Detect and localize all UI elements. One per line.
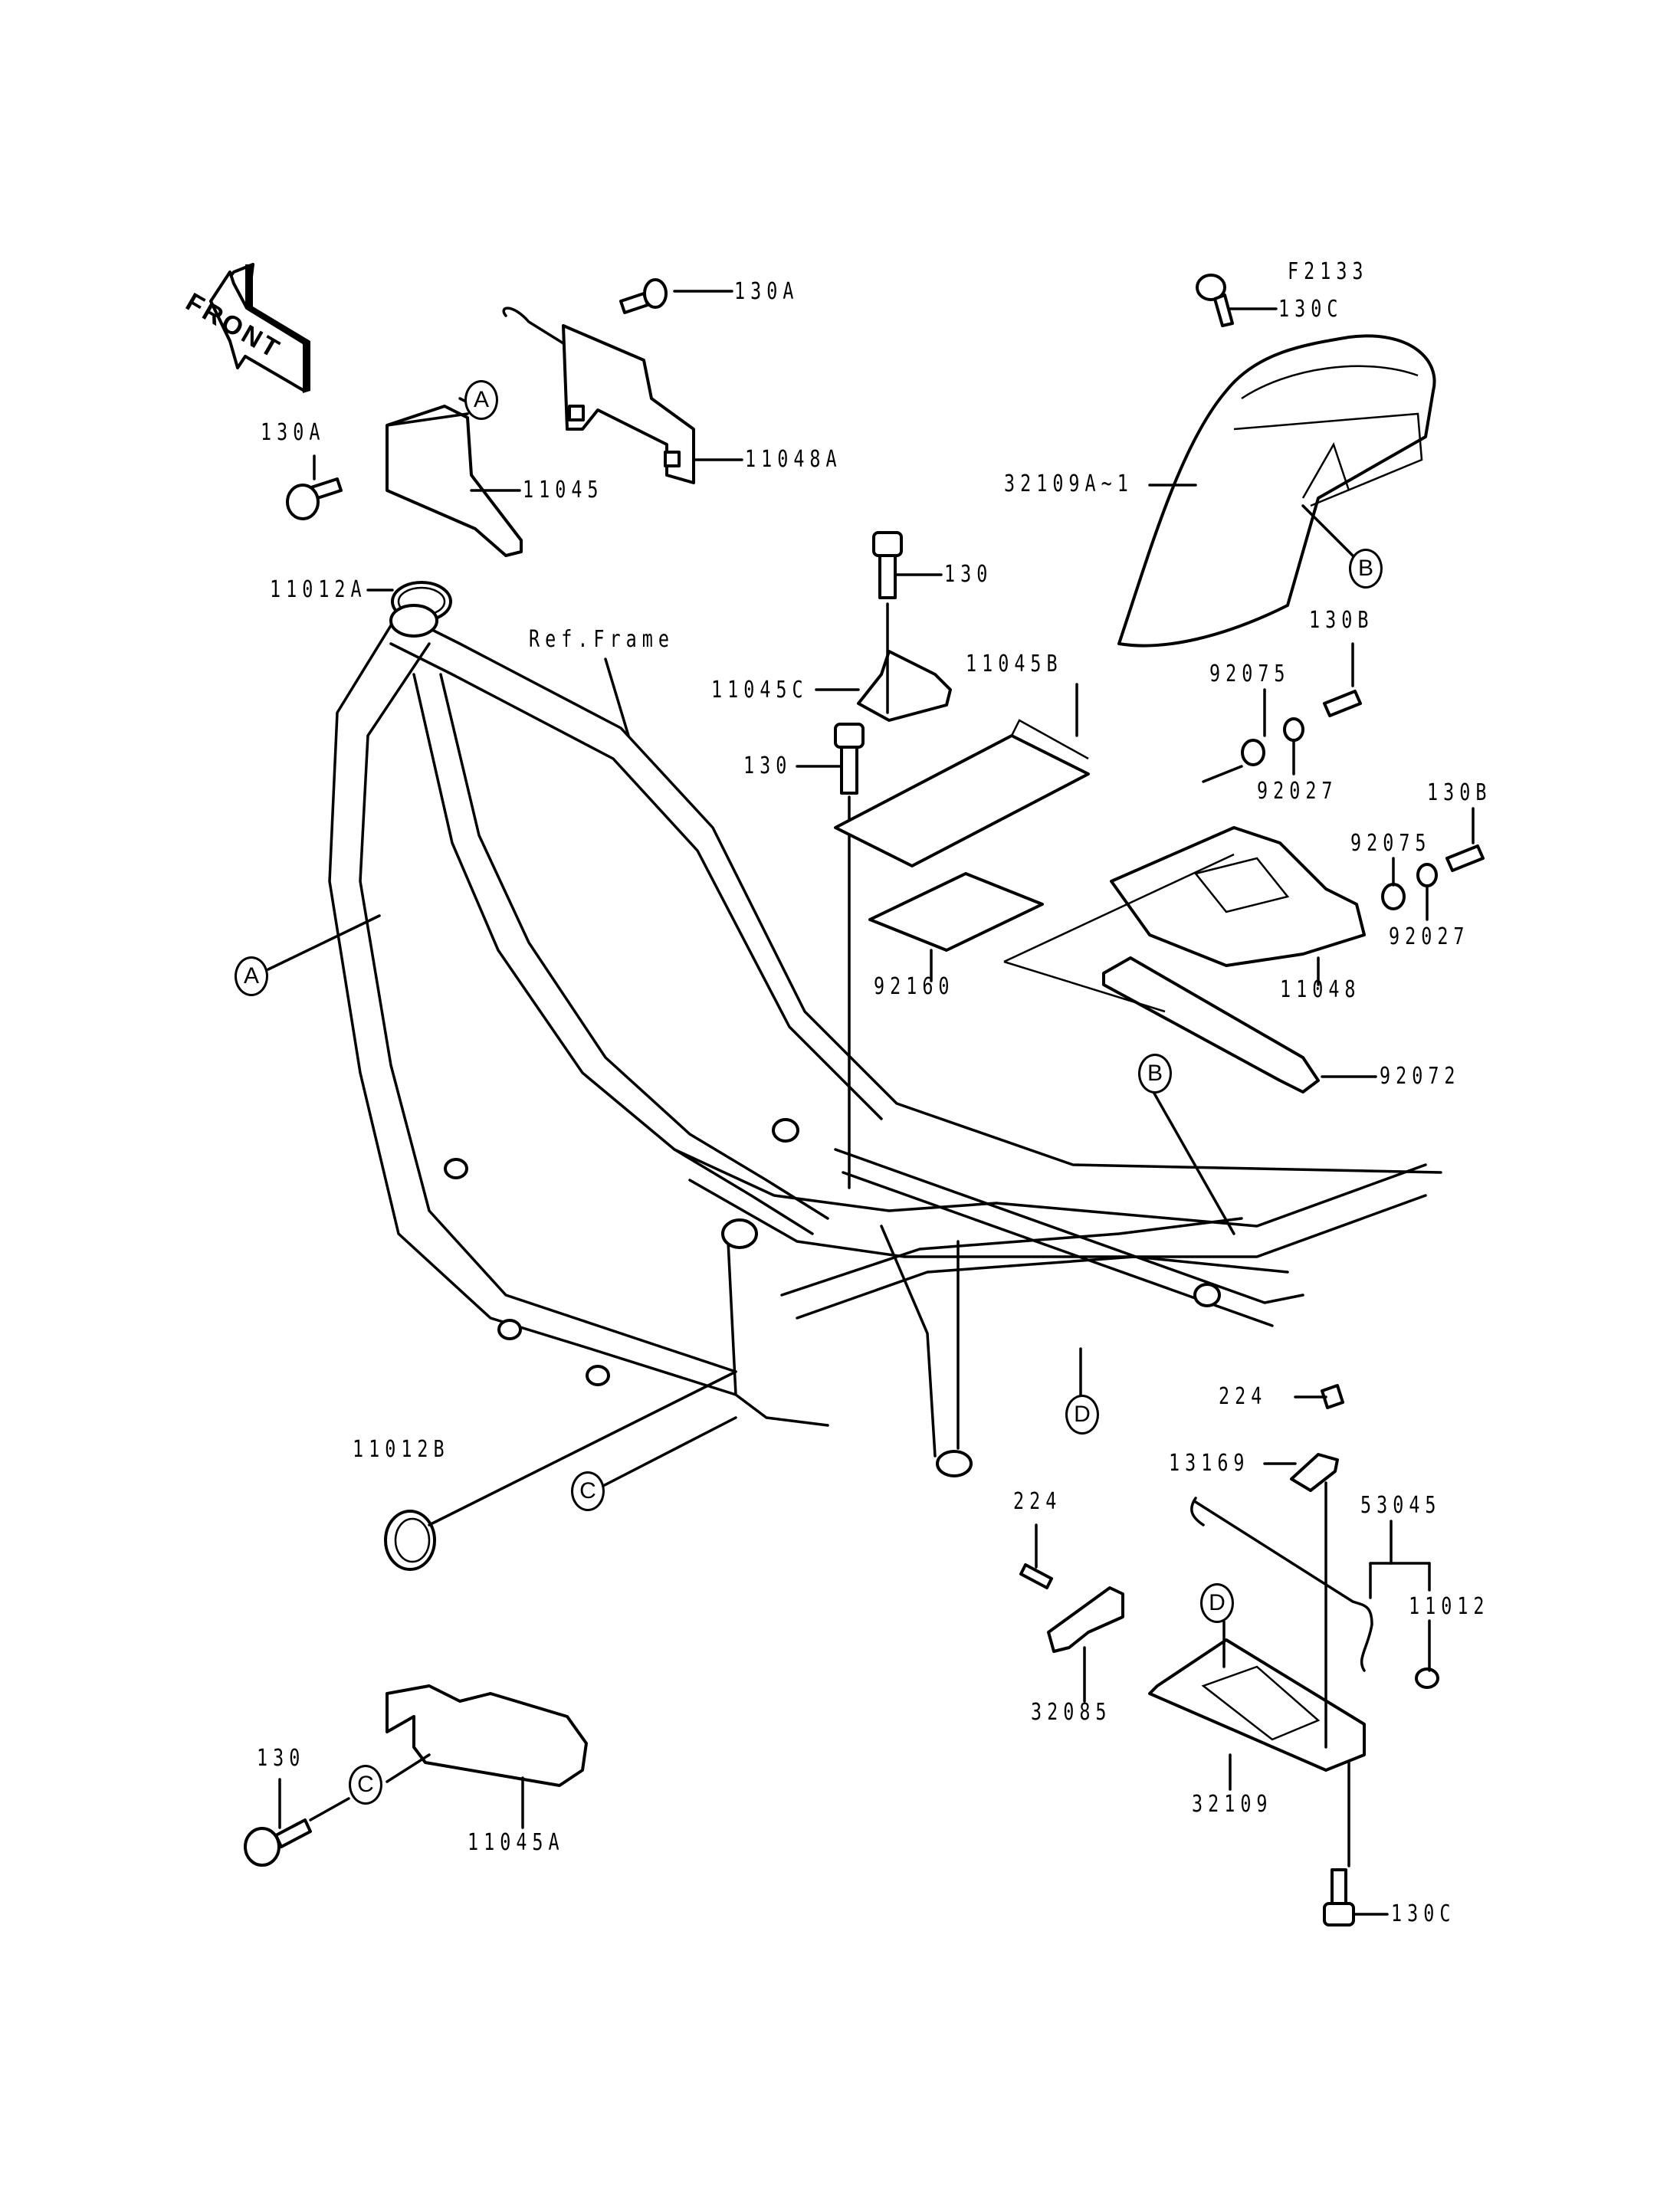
collar-92027-lower-icon <box>1416 863 1438 887</box>
part-label-224-right[interactable]: 224 <box>1219 1383 1268 1410</box>
ref-marker-a-top: A <box>464 380 498 420</box>
part-label-130-bottom[interactable]: 130 <box>257 1745 306 1772</box>
motorcycle-frame <box>328 604 1442 1477</box>
part-label-92075-upper[interactable]: 92075 <box>1209 661 1291 687</box>
damper-92075-upper-icon <box>1241 739 1265 766</box>
part-label-130b-upper[interactable]: 130B <box>1309 607 1374 634</box>
bolt-130b-lower-icon <box>1445 844 1485 872</box>
screw-224-left-icon <box>1019 1563 1053 1589</box>
bolt-130b-upper-icon <box>1323 690 1362 717</box>
part-label-130a-left[interactable]: 130A <box>261 419 326 446</box>
figure-code: F2133 <box>1288 258 1369 285</box>
part-label-11045b[interactable]: 11045B <box>966 651 1063 677</box>
part-label-11045[interactable]: 11045 <box>523 477 604 503</box>
bolt-130a-top-icon <box>619 278 668 314</box>
rear-cover-32109a <box>1117 334 1436 648</box>
front-arrow-icon <box>209 263 310 393</box>
part-label-11012b[interactable]: 11012B <box>353 1436 450 1463</box>
part-label-92160[interactable]: 92160 <box>874 973 955 1000</box>
part-label-92027-lower[interactable]: 92027 <box>1389 923 1470 950</box>
part-label-11012a[interactable]: 11012A <box>270 576 367 603</box>
part-label-130-mid[interactable]: 130 <box>743 753 792 779</box>
nut-11012-icon <box>1415 1667 1439 1689</box>
part-label-11045c[interactable]: 11045C <box>711 677 809 703</box>
ref-marker-b-mid: B <box>1138 1054 1172 1094</box>
bracket-11048 <box>1110 826 1366 967</box>
ref-marker-b-top: B <box>1349 549 1383 589</box>
part-label-224-left[interactable]: 224 <box>1013 1488 1062 1515</box>
ref-marker-a-left: A <box>235 956 268 996</box>
ref-marker-c-bottom: C <box>349 1765 382 1805</box>
part-label-130c-bottom[interactable]: 130C <box>1391 1900 1456 1927</box>
bracket-11045a <box>386 1684 588 1787</box>
part-label-130c-top[interactable]: 130C <box>1278 296 1344 323</box>
damper-92075-lower-icon <box>1381 883 1406 910</box>
bracket-32085 <box>1047 1586 1124 1653</box>
part-label-130b-lower[interactable]: 130B <box>1427 779 1492 806</box>
part-label-11048a[interactable]: 11048A <box>745 446 842 473</box>
bolt-130c-top-icon <box>1196 274 1234 327</box>
part-label-53045[interactable]: 53045 <box>1360 1492 1442 1519</box>
tray-11045b <box>834 719 1090 867</box>
bolt-130-bottom-icon <box>244 1818 312 1867</box>
part-label-32109[interactable]: 32109 <box>1192 1791 1273 1818</box>
part-label-11045a[interactable]: 11045A <box>468 1829 565 1856</box>
screw-224-right-icon <box>1321 1384 1344 1409</box>
battery-case-32109 <box>1148 1638 1366 1772</box>
collar-92027-upper-icon <box>1283 717 1304 742</box>
clamp-13169 <box>1290 1453 1339 1492</box>
bracket-11045 <box>386 405 523 557</box>
part-label-32085[interactable]: 32085 <box>1031 1699 1112 1726</box>
part-label-130a-top[interactable]: 130A <box>734 278 799 305</box>
part-label-13169[interactable]: 13169 <box>1169 1450 1250 1477</box>
ref-marker-d-mid: D <box>1065 1395 1099 1435</box>
grommet-11012b-icon <box>384 1510 436 1571</box>
part-label-11048[interactable]: 11048 <box>1280 976 1361 1003</box>
part-label-130-upper[interactable]: 130 <box>944 561 993 588</box>
part-label-32109a[interactable]: 32109A~1 <box>1004 471 1134 497</box>
ref-marker-c-mid: C <box>571 1471 605 1511</box>
frame-reference-label: Ref.Frame <box>529 626 674 653</box>
bolt-130a-left-icon <box>286 477 343 520</box>
rod-53045 <box>1194 1500 1373 1672</box>
part-label-92075-lower[interactable]: 92075 <box>1350 830 1432 857</box>
bolt-130-mid-icon <box>834 723 865 795</box>
bracket-11045c <box>857 650 952 722</box>
part-label-92072[interactable]: 92072 <box>1380 1063 1461 1090</box>
leader-lines <box>267 290 1475 1916</box>
pad-92160 <box>868 872 1044 952</box>
bracket-11048a <box>502 307 695 484</box>
bolt-130c-bottom-icon <box>1323 1868 1355 1926</box>
part-label-11012[interactable]: 11012 <box>1409 1593 1490 1620</box>
bolt-130-upper-icon <box>872 531 903 599</box>
ref-marker-d-bottom: D <box>1200 1583 1234 1623</box>
part-label-92027-upper[interactable]: 92027 <box>1257 778 1338 805</box>
